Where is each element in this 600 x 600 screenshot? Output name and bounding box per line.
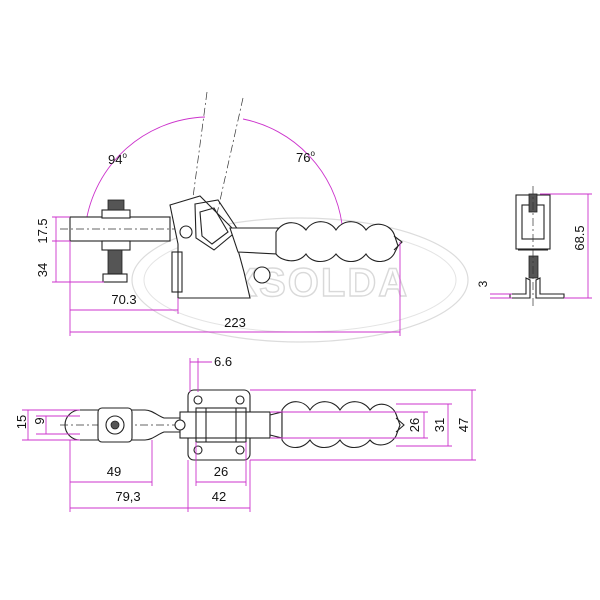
side-handle-tip xyxy=(393,235,403,251)
top-view xyxy=(60,389,405,461)
dim-9: 9 xyxy=(32,417,47,424)
top-mount-hole-4 xyxy=(235,445,245,455)
dim-34: 34 xyxy=(35,263,50,277)
top-pivot xyxy=(174,419,186,431)
side-spindle-head xyxy=(107,199,125,211)
dim-79-3: 79,3 xyxy=(115,489,140,504)
angle-94-value: 94 xyxy=(108,152,122,167)
top-lever-neck xyxy=(269,411,283,439)
top-mount-hole-3 xyxy=(193,445,203,455)
side-link-inner xyxy=(199,207,229,245)
end-view xyxy=(509,186,565,306)
side-spindle-thread xyxy=(107,249,123,275)
side-pivot-1 xyxy=(179,225,193,239)
side-pivot-2 xyxy=(253,266,271,284)
arc-76 xyxy=(242,118,343,225)
side-view xyxy=(60,195,403,299)
top-body xyxy=(179,411,271,439)
dim-26-horizontal: 26 xyxy=(214,464,228,479)
top-view-dimensions: 6.6 15 9 26 31 47 49 26 xyxy=(14,354,476,512)
dim-17-5: 17.5 xyxy=(35,218,50,243)
side-spindle-nut-top xyxy=(101,209,131,219)
top-mount-hole-1 xyxy=(193,395,203,405)
arc-94 xyxy=(84,116,206,231)
side-handle-grip xyxy=(275,221,399,263)
dim-68-5: 68.5 xyxy=(572,225,587,250)
top-spindle-bolt xyxy=(110,420,120,430)
side-spindle-nut-bottom xyxy=(101,240,131,251)
end-foot-left xyxy=(509,277,531,299)
dim-42: 42 xyxy=(212,489,226,504)
dim-47: 47 xyxy=(456,418,471,432)
side-link xyxy=(194,199,239,251)
side-lever xyxy=(229,227,279,255)
angle-label-76: 76o xyxy=(296,149,315,165)
watermark-ellipse-outer xyxy=(131,217,469,343)
dim-31: 31 xyxy=(432,418,447,432)
top-handle-tip xyxy=(395,417,405,433)
top-body-frame xyxy=(195,407,247,443)
angle-label-94: 94o xyxy=(108,151,127,167)
dim-49: 49 xyxy=(107,464,121,479)
angle-axis-right xyxy=(209,97,244,246)
dim-26-vertical: 26 xyxy=(407,418,422,432)
side-view-dimensions: 17.5 34 70.3 223 xyxy=(35,216,401,336)
end-foot-right xyxy=(535,277,565,299)
dim-70-3: 70.3 xyxy=(111,292,136,307)
dim-3: 3 xyxy=(476,280,490,287)
angle-76-degree: o xyxy=(310,149,315,158)
top-handle-grip xyxy=(281,401,401,449)
angle-94-degree: o xyxy=(122,151,127,160)
end-view-dimensions: 68.5 3 xyxy=(476,193,592,299)
side-spindle-tip xyxy=(102,273,128,283)
dim-15: 15 xyxy=(14,415,29,429)
angle-76-value: 76 xyxy=(296,150,310,165)
dim-223: 223 xyxy=(224,315,246,330)
end-spindle-bottom xyxy=(528,255,539,279)
side-base-plate xyxy=(171,251,183,293)
dim-6-6: 6.6 xyxy=(214,354,232,369)
top-mount-hole-2 xyxy=(235,395,245,405)
